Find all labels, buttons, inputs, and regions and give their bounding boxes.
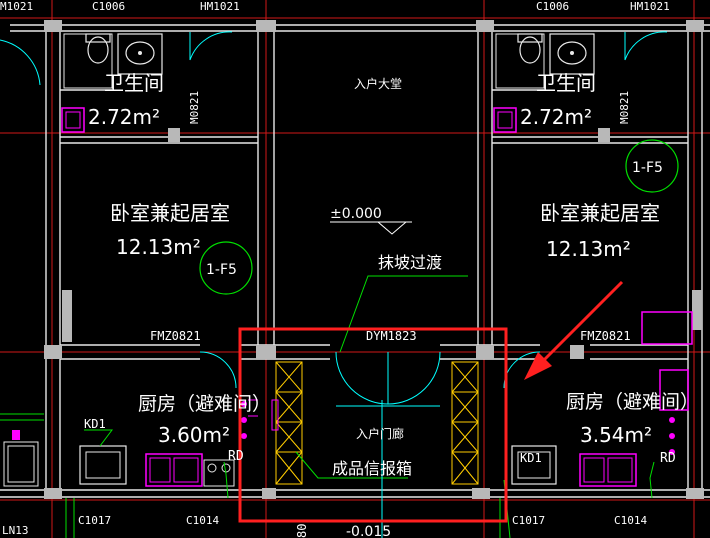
bedroom-right-name: 卧室兼起居室 (540, 201, 660, 225)
bath-left-area: 2.72m² (88, 105, 160, 129)
tag-right-label: 1-F5 (632, 160, 663, 176)
elevation-bottom: -0.015 (346, 524, 391, 538)
ramp-note: 抹坡过渡 (378, 253, 442, 272)
bath-right-area: 2.72m² (520, 105, 592, 129)
label-c1014-left: C1014 (186, 514, 219, 527)
tag-left-label: 1-F5 (206, 262, 237, 278)
elevation-marker (330, 221, 412, 235)
label-c1017-left: C1017 (78, 514, 111, 527)
door-m0821-right: M0821 (618, 91, 631, 124)
label-rd-right: RD (660, 451, 676, 466)
bedroom-left-area: 12.13m² (116, 235, 201, 259)
kitchen-left-area: 3.60m² (158, 423, 230, 447)
label-kd1-left: KD1 (84, 417, 106, 431)
bathroom-fixtures-right (493, 33, 595, 133)
tag-circle-left (199, 241, 253, 295)
label-c1014-right: C1014 (614, 514, 647, 527)
columns (44, 20, 704, 499)
tag-circle-right (625, 139, 679, 193)
label-hm1021-right: HM1021 (630, 0, 670, 13)
kitchen-fixtures-left (3, 399, 258, 487)
kitchen-fixtures-right (511, 311, 693, 487)
door-dym: DYM1823 (366, 329, 417, 343)
label-c1006-right: C1006 (536, 0, 569, 13)
mailbox-hatch-left (275, 361, 303, 485)
door-fmz-right: FMZ0821 (580, 329, 631, 343)
walls (0, 24, 710, 498)
highlight-box (238, 327, 508, 523)
label-hm1021-left: HM1021 (200, 0, 240, 13)
bath-right-name: 卫生间 (536, 71, 596, 95)
kitchen-right-area: 3.54m² (580, 423, 652, 447)
label-kd1-right: KD1 (520, 451, 542, 465)
label-rd-left: RD (228, 449, 244, 464)
kitchen-left-name: 厨房（避难间） (138, 393, 271, 415)
bathroom-fixtures-left (61, 33, 163, 133)
label-ln13: LN13 (2, 524, 29, 537)
label-c1017-right: C1017 (512, 514, 545, 527)
red-arrow (524, 280, 624, 380)
label-c1006-left: C1006 (92, 0, 125, 13)
mailbox-label: 成品信报箱 (332, 459, 412, 478)
kitchen-right-name: 厨房（避难间） (566, 391, 699, 413)
label-m1021-edge: M1021 (0, 0, 33, 13)
bedroom-right-area: 12.13m² (546, 237, 631, 261)
bath-left-name: 卫生间 (104, 71, 164, 95)
door-fmz-left: FMZ0821 (150, 329, 201, 343)
label-80: 80 (295, 524, 309, 538)
entrance-hall-label: 入户门廊 (356, 426, 404, 441)
elevation-top: ±0.000 (330, 206, 382, 222)
lobby-label: 入户大堂 (354, 76, 402, 91)
door-m0821-left: M0821 (188, 91, 201, 124)
bedroom-left-name: 卧室兼起居室 (110, 201, 230, 225)
magenta-mark (271, 399, 279, 431)
mailbox-hatch-right (451, 361, 479, 485)
